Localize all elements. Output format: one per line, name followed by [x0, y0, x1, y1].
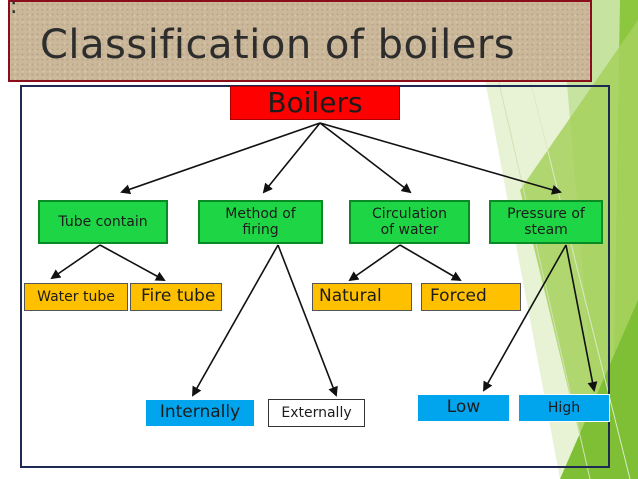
arrow-root-pressure: [319, 122, 562, 195]
category-method-of-firing: Method of firing: [198, 200, 323, 244]
category-circulation-of-water: Circulation of water: [349, 200, 470, 244]
title-banner: [8, 0, 592, 82]
leaf-fire-tube: Fire tube: [130, 283, 222, 311]
arrow-pressure-low: [483, 244, 567, 392]
leaf-high: High: [518, 394, 610, 422]
arrow-circ-forced: [399, 244, 462, 282]
arrow-root-circulation: [319, 122, 412, 194]
leaf-internally: Internally: [145, 399, 255, 427]
slide-title: Classification of boilers: [40, 22, 516, 68]
arrow-pressure-high: [565, 244, 598, 392]
category-pressure-of-steam: Pressure of steam: [489, 200, 603, 244]
root-node-boilers: Boilers: [230, 86, 400, 120]
leaf-water-tube: Water tube: [24, 283, 128, 311]
title-colon: :: [10, 0, 18, 19]
leaf-natural: Natural: [312, 283, 412, 311]
leaf-externally: Externally: [268, 399, 365, 427]
arrow-root-firing: [262, 122, 321, 194]
arrow-tube-water: [50, 244, 101, 280]
arrow-circ-natural: [348, 244, 401, 282]
leaf-forced: Forced: [421, 283, 521, 311]
leaf-low: Low: [417, 394, 510, 422]
arrow-firing-internally: [192, 244, 279, 397]
arrow-firing-externally: [277, 244, 338, 397]
category-tube-contain: Tube contain: [38, 200, 168, 244]
arrow-tube-fire: [99, 244, 166, 281]
arrow-root-tube: [120, 122, 321, 195]
